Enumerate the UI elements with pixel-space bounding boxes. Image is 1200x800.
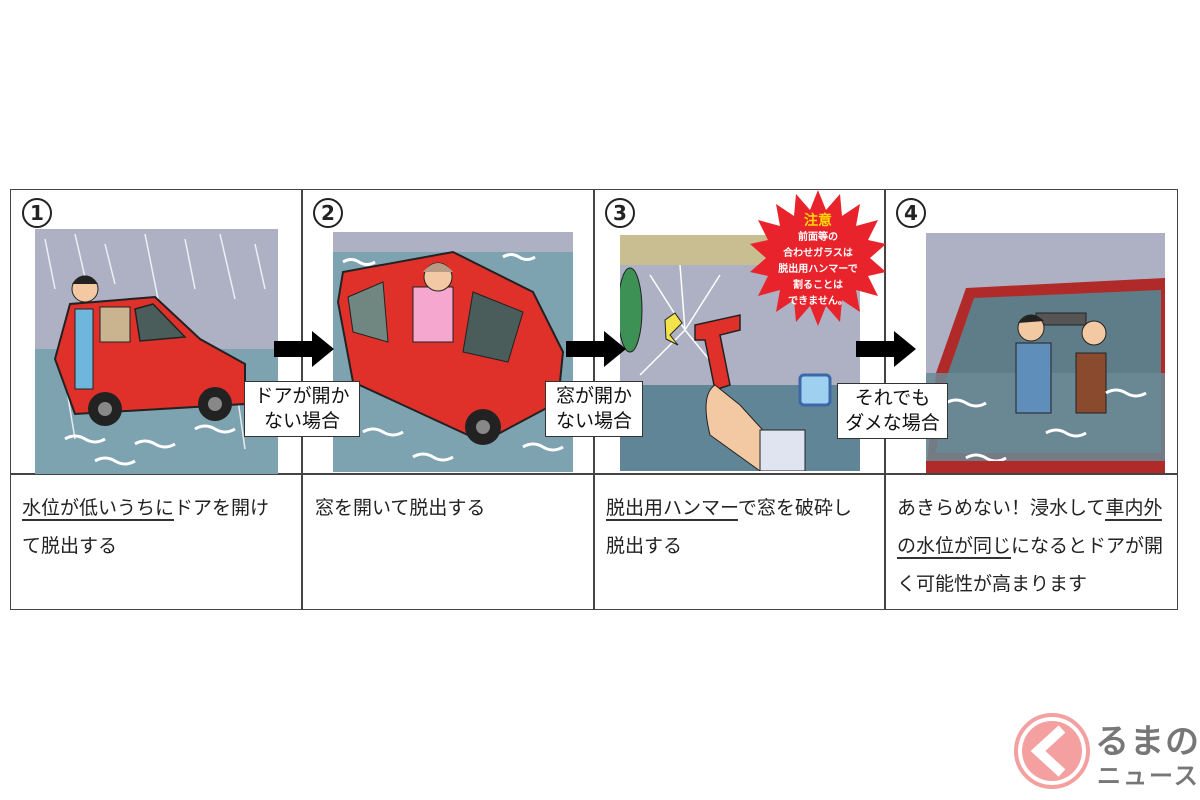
transition-label-2: 窓が開か ない場合 xyxy=(545,381,643,437)
description-text: あきらめない！浸水して xyxy=(897,497,1106,519)
underlined-text: 水位が低いうちに xyxy=(22,497,175,521)
row-divider xyxy=(11,473,1177,475)
label-line: 窓が開か xyxy=(555,385,632,407)
step-description-1: 水位が低いうちにドアを開けて脱出する xyxy=(22,489,284,565)
kurumanonews-logo-icon xyxy=(1014,713,1090,789)
step-number-3: 3 xyxy=(605,198,635,228)
arrow-right-icon xyxy=(856,331,916,367)
transition-label-3: それでも ダメな場合 xyxy=(837,383,948,439)
warning-line: 脱出用ハンマーで xyxy=(778,264,858,275)
illustration-step-2 xyxy=(333,232,573,472)
warning-line: 合わせガラスは xyxy=(783,248,853,259)
underlined-text: 脱出用ハンマー xyxy=(606,497,738,521)
warning-burst-icon xyxy=(750,190,886,326)
logo-subtext: ニュース xyxy=(1097,762,1200,790)
warning-line: 割ることは xyxy=(793,280,843,291)
label-line: それでも xyxy=(854,387,931,409)
label-line: ない場合 xyxy=(555,410,632,432)
description-text: になるとドアが開く可能性が高まります xyxy=(897,535,1164,595)
step-description-4: あきらめない！浸水して車内外の水位が同じになるとドアが開く可能性が高まります xyxy=(897,489,1171,603)
step-description-2: 窓を開いて脱出する xyxy=(315,489,577,527)
description-text: で窓を破砕し脱出する xyxy=(606,497,852,557)
description-text: 窓を開いて脱出する xyxy=(315,497,486,519)
step-description-3: 脱出用ハンマーで窓を破砕し脱出する xyxy=(606,489,868,565)
label-line: ダメな場合 xyxy=(845,412,940,434)
step-number-1: 1 xyxy=(22,198,52,228)
warning-line: 前面等の xyxy=(798,232,838,243)
description-text: ドアを開けて脱出する xyxy=(22,497,270,557)
illustration-step-1 xyxy=(35,229,278,474)
illustration-step-4 xyxy=(926,233,1165,473)
logo-text: るまの xyxy=(1095,722,1200,762)
label-line: ドアが開か xyxy=(254,385,350,407)
arrow-right-icon xyxy=(566,331,626,367)
underlined-text: 車内外の水位が同じ xyxy=(897,497,1163,559)
arrow-right-icon xyxy=(274,331,334,367)
label-line: ない場合 xyxy=(263,410,340,432)
warning-line: できません。 xyxy=(788,296,848,307)
warning-title: 注意 xyxy=(804,213,832,229)
step-number-4: 4 xyxy=(896,198,926,228)
warning-text: 注意 前面等の 合わせガラスは 脱出用ハンマーで 割ることは できません。 xyxy=(763,212,873,310)
step-number-2: 2 xyxy=(313,198,343,228)
transition-label-1: ドアが開か ない場合 xyxy=(244,381,360,437)
